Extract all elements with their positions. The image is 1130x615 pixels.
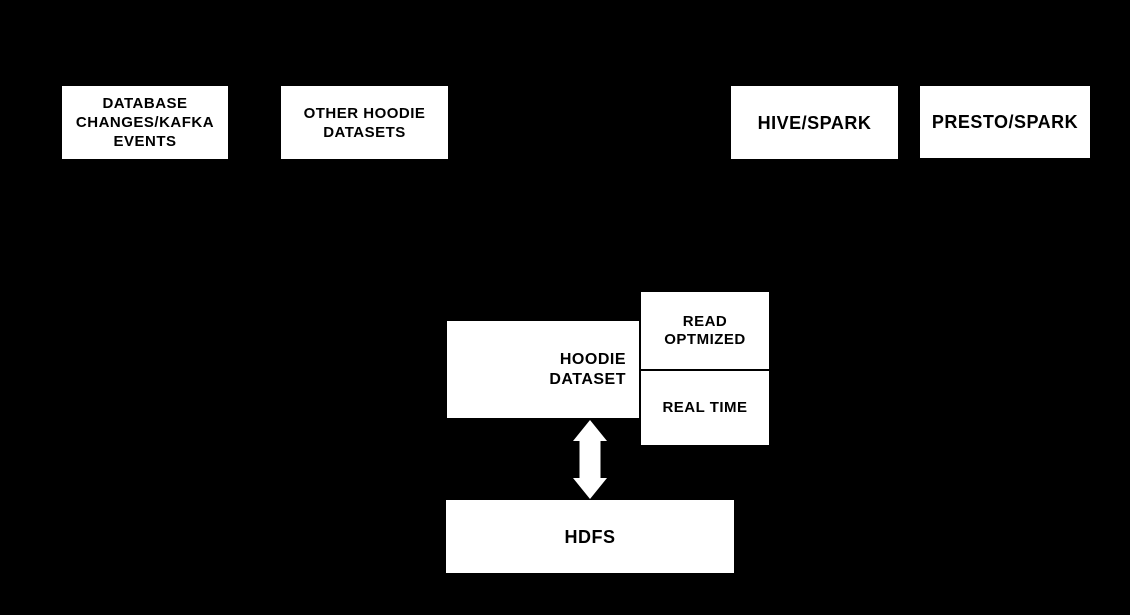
node-hoodie-dataset-label: HOODIE DATASET <box>549 350 626 388</box>
node-hdfs-label: HDFS <box>564 526 616 547</box>
node-hive-spark-label: HIVE/SPARK <box>757 112 872 133</box>
node-presto-spark-label: PRESTO/SPARK <box>931 112 1079 132</box>
node-hive-spark: HIVE/SPARK <box>731 86 898 159</box>
node-database-changes-kafka-events-label: DATABASE CHANGES/KAFKA EVENTS <box>75 95 215 150</box>
node-real-time: REAL TIME <box>641 371 769 445</box>
double-arrow-icon <box>573 420 607 499</box>
node-hdfs: HDFS <box>446 500 734 573</box>
node-other-hoodie-datasets-label: OTHER HOODIE DATASETS <box>303 104 426 141</box>
node-read-optmized-label: READ OPTMIZED <box>664 312 746 348</box>
node-hoodie-dataset: HOODIE DATASET <box>447 321 639 418</box>
node-real-time-label: REAL TIME <box>662 399 748 416</box>
node-read-optmized: READ OPTMIZED <box>641 292 769 369</box>
node-other-hoodie-datasets: OTHER HOODIE DATASETS <box>281 86 448 159</box>
node-presto-spark: PRESTO/SPARK <box>920 86 1090 158</box>
node-database-changes-kafka-events: DATABASE CHANGES/KAFKA EVENTS <box>62 86 228 159</box>
